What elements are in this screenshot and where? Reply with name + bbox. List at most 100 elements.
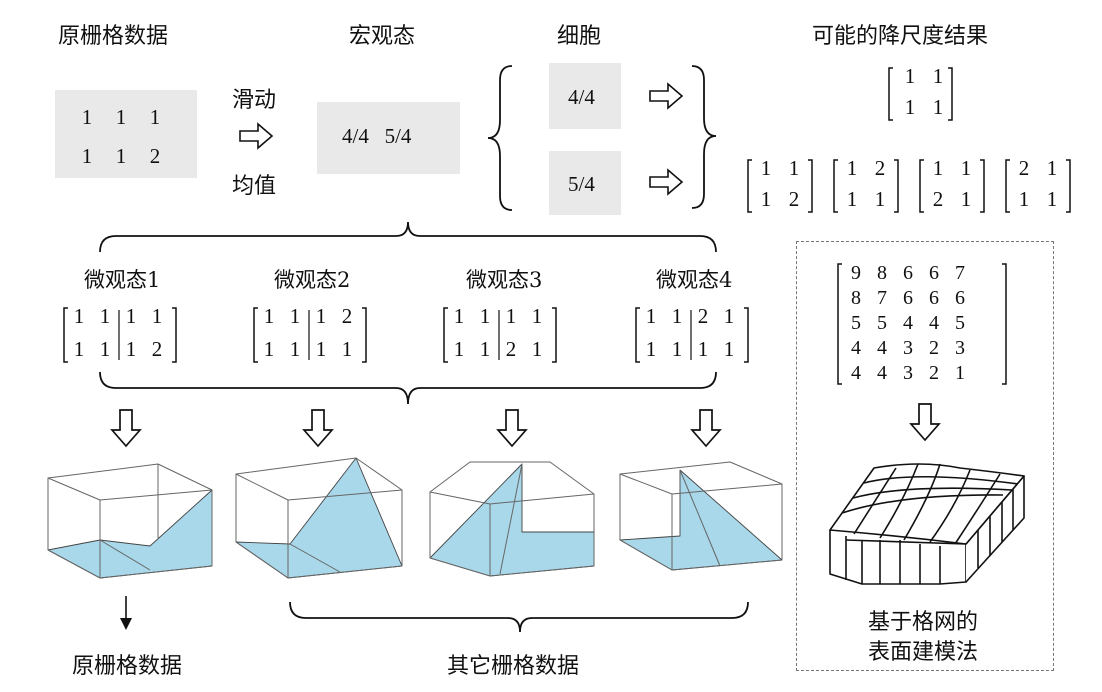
matrix-cell: 1 <box>341 337 353 361</box>
dem-cell: 4 <box>851 337 861 359</box>
cell-arrow-icon <box>649 169 683 195</box>
sliding-label: 滑动 <box>232 88 277 113</box>
dem-cell: 8 <box>877 262 887 284</box>
dem-grid: 9 8 6 6 7 8 7 6 6 6 5 5 4 4 5 4 4 3 2 3 … <box>843 261 973 386</box>
dem-cell: 5 <box>955 312 965 334</box>
brace-other-grids <box>289 601 749 633</box>
matrix-cell: 1 <box>846 156 858 180</box>
micro-state-label-1: 微观态1 <box>84 268 161 292</box>
dem-cell: 6 <box>903 262 913 284</box>
dem-cell: 2 <box>929 362 939 384</box>
down-arrow-icon <box>691 409 721 447</box>
dem-cell: 6 <box>955 287 965 309</box>
possible-matrix-3: 1 1 2 1 <box>924 156 980 212</box>
matrix-cell: 1 <box>73 337 85 361</box>
matrix-cell: 1 <box>531 337 543 361</box>
matrix-cell: 1 <box>645 304 657 328</box>
matrix-cell: 1 <box>453 337 465 361</box>
micro-state-matrix-2: 1 1 1 2 1 1 1 1 <box>256 304 360 362</box>
down-arrow-icon <box>497 409 527 447</box>
down-arrow-icon <box>910 403 940 441</box>
possible-top-matrix: 1 1 1 1 <box>896 64 952 120</box>
dem-cell: 4 <box>877 362 887 384</box>
matrix-cell: 1 <box>453 304 465 328</box>
matrix-cell: 1 <box>263 304 275 328</box>
dem-cell: 7 <box>877 287 887 309</box>
dem-cell: 6 <box>929 287 939 309</box>
raw-cell: 1 <box>115 105 127 129</box>
matrix-cell: 1 <box>73 304 85 328</box>
matrix-cell: 2 <box>788 187 800 211</box>
matrix-cell: 1 <box>531 304 543 328</box>
dem-cell: 3 <box>903 337 913 359</box>
brace-top-micro <box>99 221 717 253</box>
matrix-cell: 1 <box>289 337 301 361</box>
raw-grid-box <box>55 90 197 178</box>
dem-cell: 9 <box>851 262 861 284</box>
dem-cell: 8 <box>851 287 861 309</box>
micro-state-3d-3 <box>429 461 595 577</box>
thin-down-arrow-icon <box>120 596 132 630</box>
micro-split-lines <box>118 310 692 360</box>
micro-state-label-4: 微观态4 <box>656 268 733 292</box>
micro-state-matrix-3: 1 1 1 1 1 1 2 1 <box>446 304 550 362</box>
raw-cell: 1 <box>115 144 127 168</box>
raw-grid-values: 1 1 1 1 1 2 <box>70 105 172 169</box>
matrix-cell: 1 <box>99 337 111 361</box>
matrix-cell: 1 <box>671 304 683 328</box>
dem-cell: 5 <box>851 312 861 334</box>
dem-cell: 6 <box>929 262 939 284</box>
surface-modeling-panel <box>796 241 1054 671</box>
micro-state-3d-1 <box>47 463 213 579</box>
matrix-cell: 1 <box>932 64 944 88</box>
matrix-cell: 1 <box>960 187 972 211</box>
raw-cell: 1 <box>81 105 93 129</box>
micro-state-3d-2 <box>235 457 403 579</box>
matrix-cell: 1 <box>788 156 800 180</box>
dem-cell: 5 <box>877 312 887 334</box>
matrix-cell: 1 <box>151 304 163 328</box>
dem-cell: 6 <box>903 287 913 309</box>
raw-cell: 2 <box>149 144 161 168</box>
dem-cell: 3 <box>955 337 965 359</box>
brace-bottom-micro <box>99 371 717 405</box>
matrix-cell: 1 <box>960 156 972 180</box>
dem-cell: 2 <box>929 337 939 359</box>
dem-cell: 7 <box>955 262 965 284</box>
dem-cell: 3 <box>903 362 913 384</box>
matrix-cell: 2 <box>1018 156 1030 180</box>
title-macro-state: 宏观态 <box>349 24 416 49</box>
possible-matrix-2: 1 2 1 1 <box>838 156 894 212</box>
cell-box-1 <box>549 63 621 129</box>
cell-arrow-icon <box>649 83 683 109</box>
matrix-cell: 1 <box>904 95 916 119</box>
matrix-cell: 2 <box>932 187 944 211</box>
matrix-brackets <box>63 67 1071 385</box>
possible-matrix-1: 1 1 1 2 <box>752 156 808 212</box>
bottom-other-grids-label: 其它栅格数据 <box>447 654 580 679</box>
matrix-cell: 1 <box>1046 187 1058 211</box>
matrix-cell: 2 <box>505 337 517 361</box>
right-curly-brace <box>691 65 717 209</box>
raw-cell: 1 <box>149 105 161 129</box>
sliding-arrow-icon <box>239 123 273 149</box>
matrix-cell: 1 <box>1046 156 1058 180</box>
matrix-cell: 1 <box>723 304 735 328</box>
matrix-cell: 2 <box>697 304 709 328</box>
matrix-cell: 1 <box>846 187 858 211</box>
down-arrow-icon <box>111 409 141 447</box>
macro-state-values: 4/4 5/4 <box>342 124 412 148</box>
matrix-cell: 1 <box>125 337 137 361</box>
dem-cell: 4 <box>903 312 913 334</box>
macro-state-box <box>317 102 460 174</box>
matrix-cell: 1 <box>904 64 916 88</box>
matrix-cell: 1 <box>874 187 886 211</box>
mean-label: 均值 <box>232 174 277 199</box>
micro-state-label-3: 微观态3 <box>466 268 543 292</box>
matrix-cell: 1 <box>1018 187 1030 211</box>
bottom-raw-grid-label: 原栅格数据 <box>72 654 183 679</box>
left-curly-brace <box>487 65 513 211</box>
matrix-cell: 1 <box>315 304 327 328</box>
matrix-cell: 2 <box>341 304 353 328</box>
